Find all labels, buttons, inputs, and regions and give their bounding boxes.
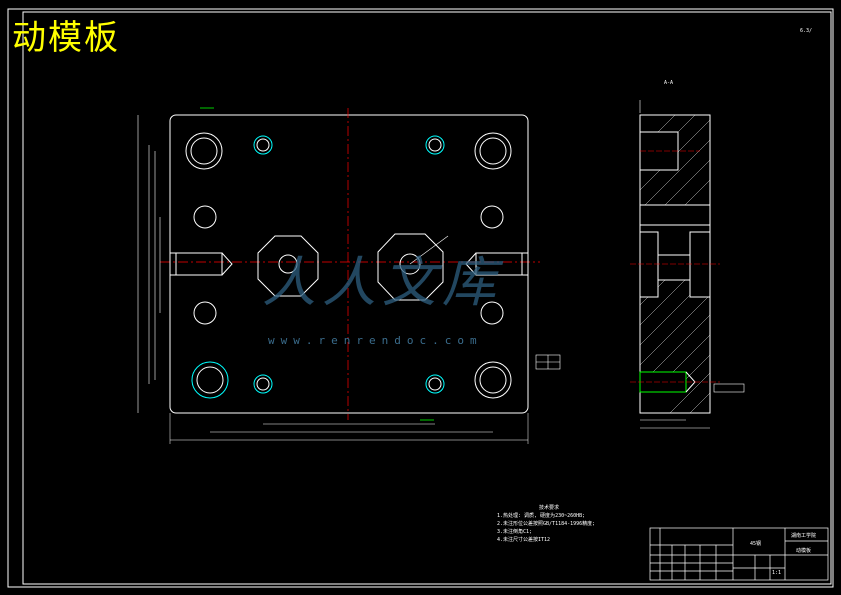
side-screw-left [169, 252, 233, 276]
tech-note-4: 4.未注尺寸公差按IT12 [497, 537, 551, 543]
tech-note-3: 3.未注倒角C1; [497, 529, 533, 535]
cavity-left [257, 235, 319, 297]
outer-border [7, 8, 834, 588]
cavity-right [377, 233, 449, 301]
screw-hole-3 [253, 374, 273, 394]
title-block-part: 动模板 [796, 548, 812, 554]
title-block-scale: 1:1 [772, 570, 782, 576]
screw-hole-4-inner [428, 377, 442, 391]
front-view [137, 107, 540, 444]
datum-box [535, 354, 561, 370]
drawing-title: 动模板 [12, 18, 120, 58]
watermark-brand: 人人文库 [262, 251, 502, 314]
screw-hole-2-inner [428, 138, 442, 152]
guide-hole-br [474, 361, 512, 399]
tech-note-1: 1.热处理: 调质, 硬度为230~260HB; [497, 513, 586, 519]
title-block-material: 45钢 [750, 541, 762, 547]
guide-hole-bl [191, 361, 229, 399]
tech-notes: 技术要求 1.热处理: 调质, 硬度为230~260HB; 2.未注形位公差按照… [497, 504, 595, 544]
mid-hole-4 [480, 301, 504, 325]
screw-hole-2 [425, 135, 445, 155]
tech-note-2: 2.未注形位公差按照GB/T1184-1996精度; [497, 521, 596, 527]
guide-hole-tr [474, 132, 512, 170]
title-block-school: 湖南工学院 [791, 533, 817, 539]
guide-hole-tl [185, 132, 223, 170]
mid-hole-1 [193, 205, 217, 229]
screw-hole-3-inner [256, 377, 270, 391]
screw-hole-4 [425, 374, 445, 394]
side-screw-right [465, 252, 529, 276]
inner-border [22, 11, 832, 585]
surface-roughness-mark: 6.3/ [800, 28, 813, 34]
title-block [649, 527, 829, 581]
mid-hole-3 [193, 301, 217, 325]
screw-hole-1 [253, 135, 273, 155]
watermark-site: www.renrendoc.com [268, 334, 483, 347]
tech-notes-heading: 技术要求 [539, 505, 560, 511]
tolerance-box [713, 383, 745, 393]
section-label: A-A [664, 80, 674, 86]
mid-hole-2 [480, 205, 504, 229]
screw-hole-1-inner [256, 138, 270, 152]
section-view [630, 100, 720, 429]
